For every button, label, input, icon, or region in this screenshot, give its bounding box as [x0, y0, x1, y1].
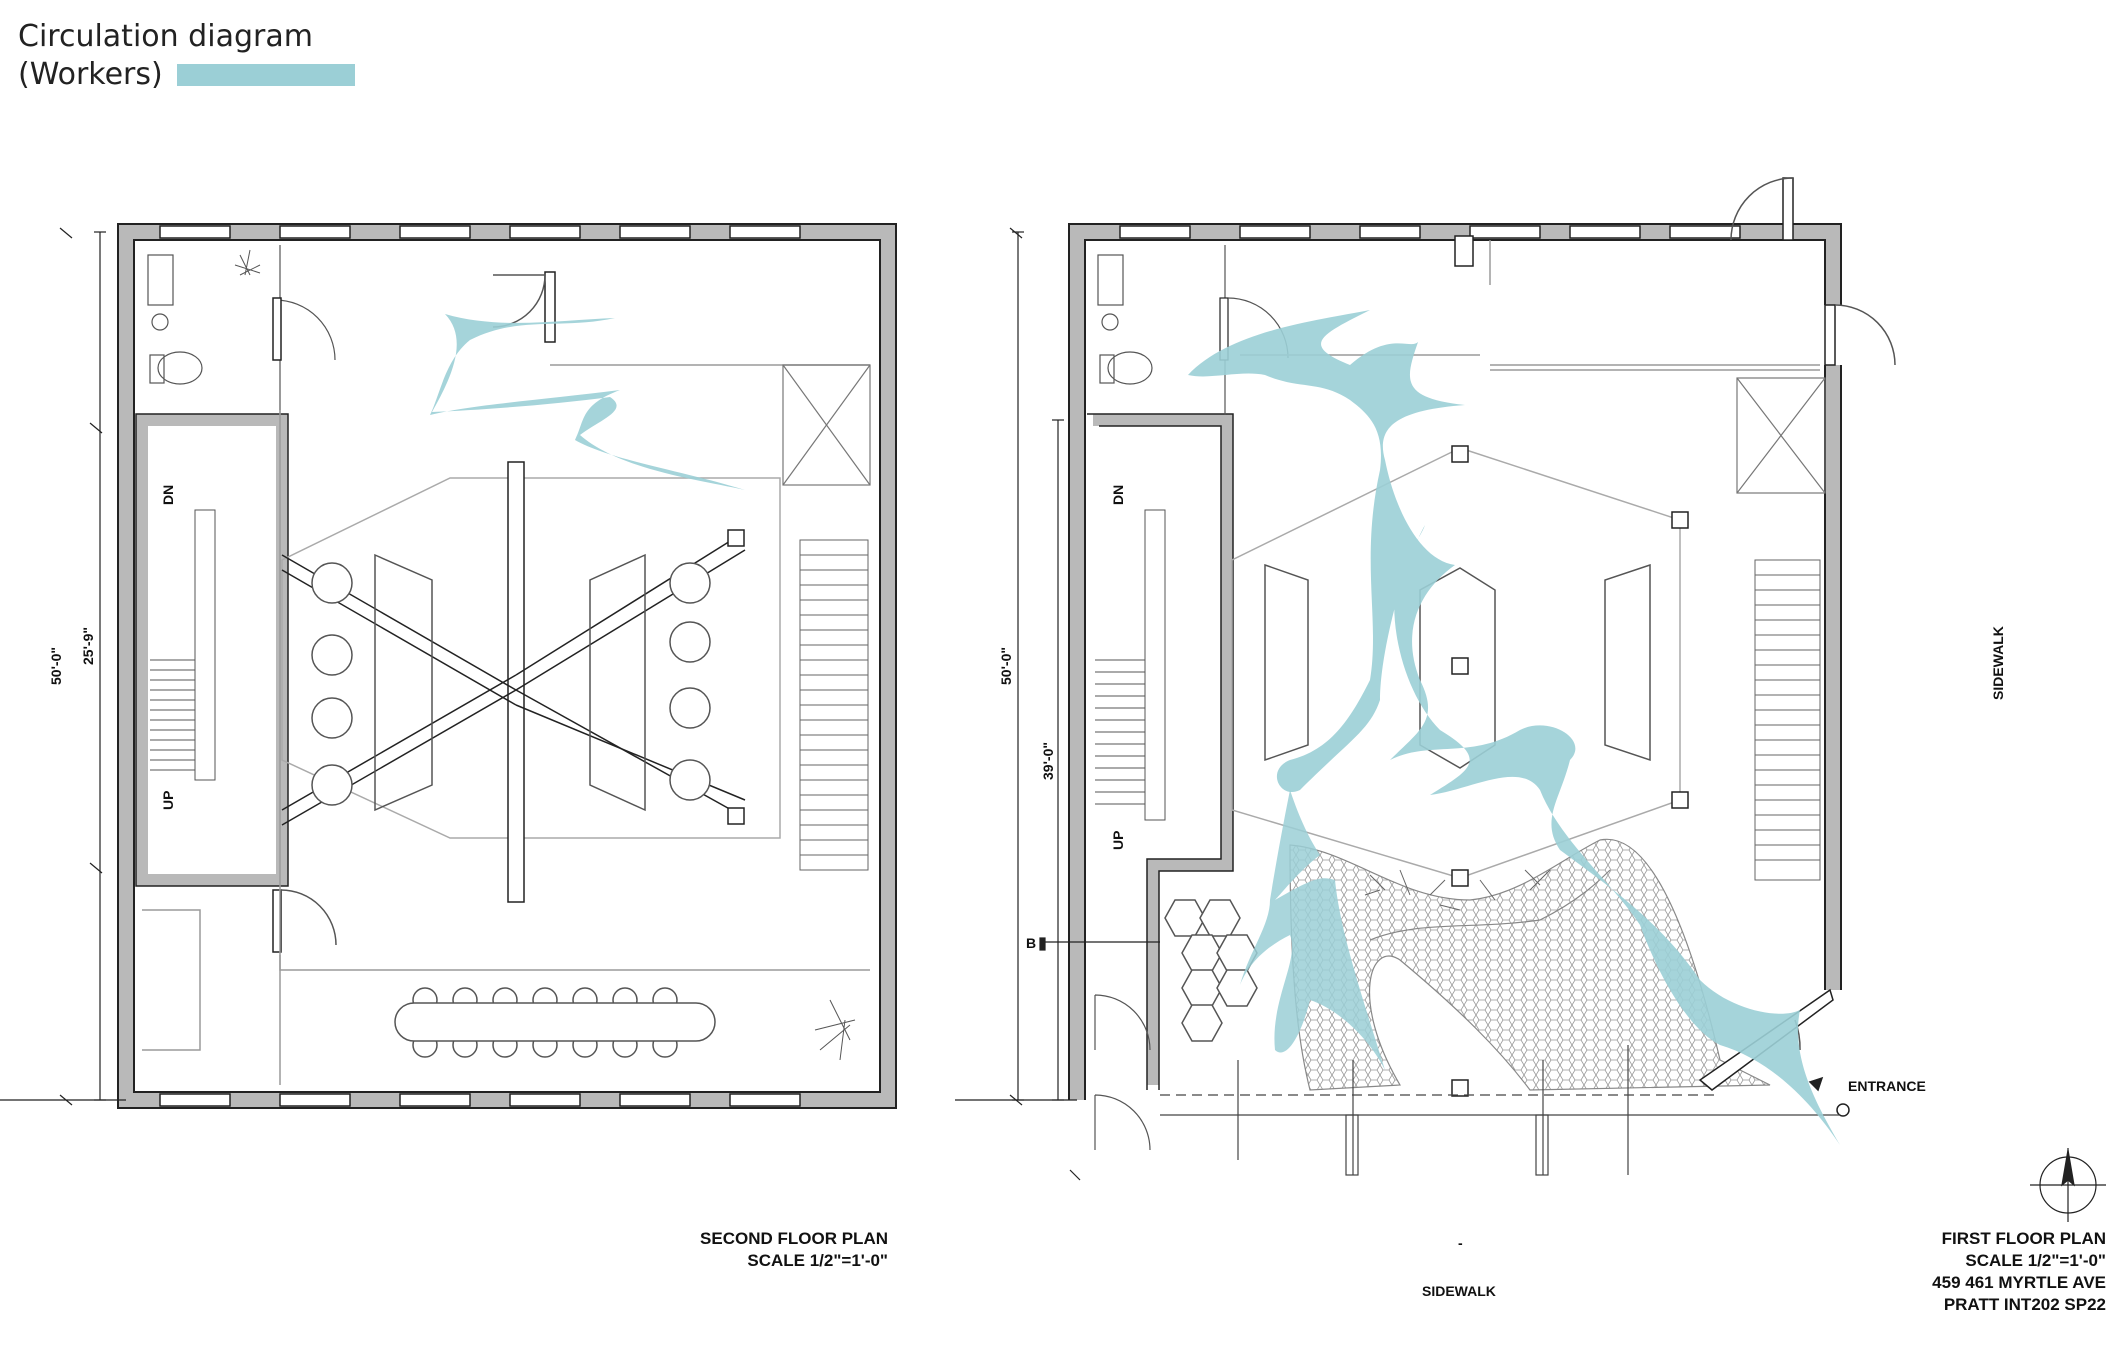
second-floor-outer-wall — [118, 224, 896, 1108]
first-floor-dim-total: 50'-0" — [998, 647, 1014, 685]
first-floor-caption: FIRST FLOOR PLAN SCALE 1/2"=1'-0" 459 46… — [1800, 1228, 2106, 1316]
legend-row: (Workers) — [18, 56, 355, 94]
first-floor-elevator — [1736, 377, 1826, 494]
second-floor-chairs — [311, 562, 711, 806]
second-floor-stair-dn: DN — [160, 484, 176, 505]
first-floor-plan — [955, 177, 2106, 1222]
legend-label: (Workers) — [18, 57, 163, 92]
north-arrow-icon — [2030, 1148, 2106, 1222]
second-floor-plan-scale: SCALE 1/2"=1'-0" — [747, 1251, 888, 1270]
second-floor-plan — [0, 223, 897, 1109]
first-floor-stair-dn: DN — [1110, 484, 1126, 505]
second-floor-conference-table — [394, 987, 716, 1058]
first-floor-bathroom — [1097, 245, 1289, 415]
first-floor-entrance-label: ENTRANCE — [1848, 1078, 1926, 1094]
second-floor-x-beams — [281, 461, 746, 903]
second-floor-windows-bottom — [159, 1093, 801, 1107]
legend: Circulation diagram (Workers) — [18, 18, 355, 94]
first-floor-stair-core — [1093, 414, 1233, 1085]
second-floor-caption: SECOND FLOOR PLAN SCALE 1/2"=1'-0" — [660, 1228, 888, 1272]
first-floor-plan-scale: SCALE 1/2"=1'-0" — [1965, 1251, 2106, 1270]
second-floor-circulation — [430, 314, 745, 490]
diagram-title: Circulation diagram — [18, 19, 313, 54]
second-floor-right-stair — [799, 539, 869, 871]
second-floor-elevator — [782, 364, 871, 486]
first-floor-dash-mark: - — [1458, 1235, 1463, 1251]
second-floor-tables — [374, 553, 646, 812]
course-code: PRATT INT202 SP22 — [1943, 1295, 2106, 1314]
second-floor-plan-title: SECOND FLOOR PLAN — [700, 1229, 888, 1248]
first-floor-garden — [1289, 838, 1771, 1091]
second-floor-windows-top — [159, 225, 801, 239]
second-floor-dim-total: 50'-0" — [48, 647, 64, 685]
second-floor-ceiling-outline — [281, 477, 781, 839]
sidewalk-bottom-label: SIDEWALK — [1422, 1283, 1496, 1299]
sidewalk-right-label: SIDEWALK — [1990, 626, 2006, 700]
second-floor-bathroom — [147, 245, 336, 415]
second-floor-stair-up: UP — [160, 790, 176, 810]
first-floor-section-mark: B — [1026, 935, 1037, 951]
second-floor-dim-partial: 25'-9" — [80, 627, 96, 665]
first-floor-right-stair — [1754, 559, 1821, 881]
project-address: 459 461 MYRTLE AVE — [1932, 1273, 2106, 1292]
first-floor-outer-wall — [1069, 224, 1841, 1100]
first-floor-windows-top — [1119, 225, 1741, 267]
first-floor-plan-title: FIRST FLOOR PLAN — [1941, 1229, 2106, 1248]
legend-swatch — [176, 64, 355, 86]
first-floor-stair-up: UP — [1110, 830, 1126, 850]
first-floor-circulation — [1188, 310, 1840, 1145]
first-floor-dim-partial: 39'-0" — [1040, 742, 1056, 780]
first-floor-hex-seating — [1164, 899, 1258, 1042]
